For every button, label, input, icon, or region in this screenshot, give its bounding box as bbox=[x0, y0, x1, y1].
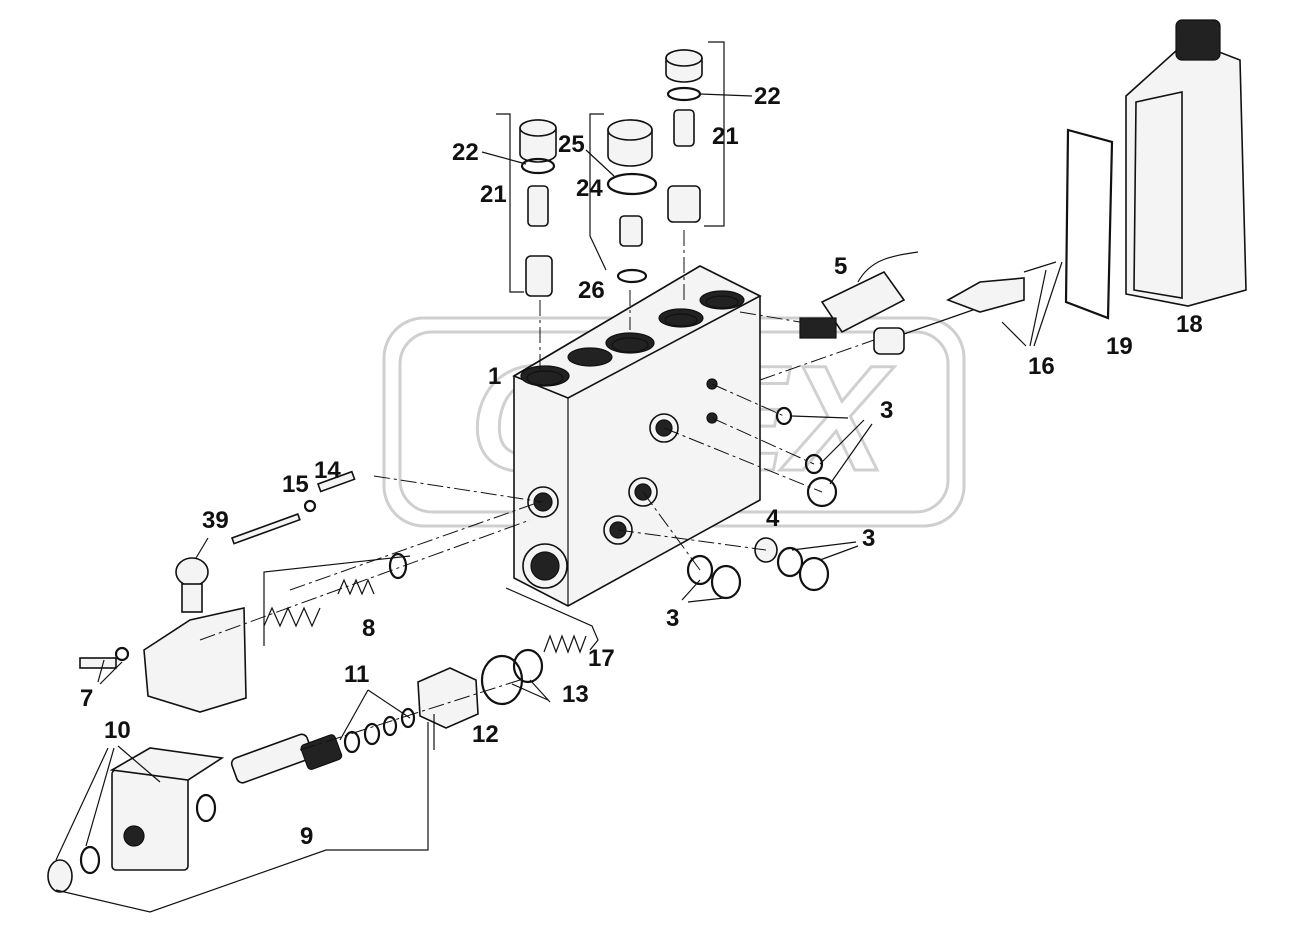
gasket-19 bbox=[1064, 128, 1114, 320]
springs-8 bbox=[263, 552, 408, 628]
callout-39: 39 bbox=[202, 507, 229, 534]
callout-21: 21 bbox=[480, 181, 507, 208]
solenoid-5 bbox=[799, 251, 919, 339]
callout-18: 18 bbox=[1176, 311, 1203, 338]
proportional-valve-assembly bbox=[47, 634, 587, 893]
cartridge-right bbox=[665, 49, 703, 223]
callout-5: 5 bbox=[834, 253, 847, 280]
callout-19: 19 bbox=[1106, 333, 1133, 360]
callout-22: 22 bbox=[754, 83, 781, 110]
housing-18 bbox=[1125, 19, 1247, 307]
callout-17: 17 bbox=[588, 645, 615, 672]
callout-3: 3 bbox=[880, 397, 893, 424]
callout-15: 15 bbox=[282, 471, 309, 498]
callout-11: 11 bbox=[344, 661, 369, 688]
callout-14: 14 bbox=[314, 457, 341, 484]
cartridge-left bbox=[519, 119, 557, 297]
callout-9: 9 bbox=[300, 823, 313, 850]
callout-13: 13 bbox=[562, 681, 589, 708]
callout-4: 4 bbox=[766, 505, 780, 532]
callout-22: 22 bbox=[452, 139, 479, 166]
callout-7: 7 bbox=[80, 685, 93, 712]
leader-lines bbox=[55, 41, 1063, 913]
callout-16: 16 bbox=[1028, 353, 1055, 380]
callout-25: 25 bbox=[558, 131, 585, 158]
callout-3: 3 bbox=[862, 525, 875, 552]
sensor-16 bbox=[873, 261, 1057, 355]
callout-labels: 1 3 3 3 4 5 7 8 9 10 11 12 13 14 15 16 1… bbox=[80, 83, 1203, 850]
callout-12: 12 bbox=[472, 721, 499, 748]
callout-26: 26 bbox=[578, 277, 605, 304]
valve-body bbox=[512, 265, 762, 607]
cartridge-middle bbox=[606, 119, 658, 284]
callout-1: 1 bbox=[488, 363, 501, 390]
callout-24: 24 bbox=[576, 175, 603, 202]
pilot-valve-assembly bbox=[79, 470, 356, 713]
callout-10: 10 bbox=[104, 717, 131, 744]
callout-8: 8 bbox=[362, 615, 375, 642]
callout-3: 3 bbox=[666, 605, 679, 632]
callout-21: 21 bbox=[712, 123, 739, 150]
